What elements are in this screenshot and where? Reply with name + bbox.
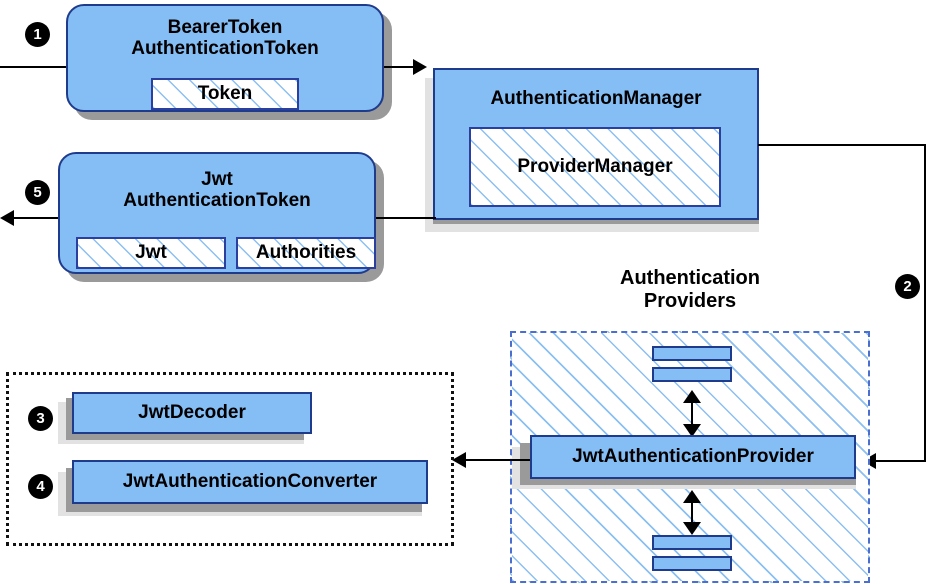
- provider-bar-top-1: [652, 346, 732, 361]
- bearer-to-manager-line: [384, 66, 418, 68]
- authentication-providers-title: Authentication Providers: [620, 267, 760, 312]
- manager-out-h-line: [758, 144, 926, 146]
- provider-manager-slot: [469, 127, 721, 207]
- provider-link-top-arrow-down: [683, 424, 701, 437]
- jwt-decoder-node: [72, 392, 312, 434]
- step-marker-2: 2: [895, 274, 920, 299]
- jwt-auth-provider-node: [530, 435, 856, 479]
- response-out-arrow: [0, 210, 14, 226]
- manager-out-v-line: [924, 144, 926, 461]
- manager-to-jwt-token-line: [376, 217, 436, 219]
- authorities-slot: [236, 237, 376, 269]
- jwt-slot: [76, 237, 226, 269]
- bearer-to-manager-arrow: [413, 59, 427, 75]
- provider-bar-top-2: [652, 367, 732, 382]
- step-marker-1: 1: [25, 22, 50, 47]
- into-provider-h-line: [876, 460, 926, 462]
- provider-to-decoder-line: [462, 459, 530, 461]
- step-marker-3: 3: [28, 406, 53, 431]
- provider-bar-bottom-1: [652, 535, 732, 550]
- provider-bar-bottom-2: [652, 556, 732, 571]
- provider-link-bottom-arrow-down: [683, 522, 701, 535]
- provider-link-bottom-line: [691, 494, 693, 526]
- provider-to-decoder-arrow: [452, 452, 466, 468]
- step-marker-5: 5: [25, 180, 50, 205]
- response-out-line: [14, 217, 69, 219]
- jwt-auth-converter-node: [72, 460, 428, 504]
- bearer-token-slot: [151, 78, 299, 110]
- step-marker-4: 4: [28, 474, 53, 499]
- provider-link-top-line: [691, 394, 693, 428]
- request-in-line: [0, 66, 68, 68]
- jwt-support-beans-zone: [6, 372, 454, 546]
